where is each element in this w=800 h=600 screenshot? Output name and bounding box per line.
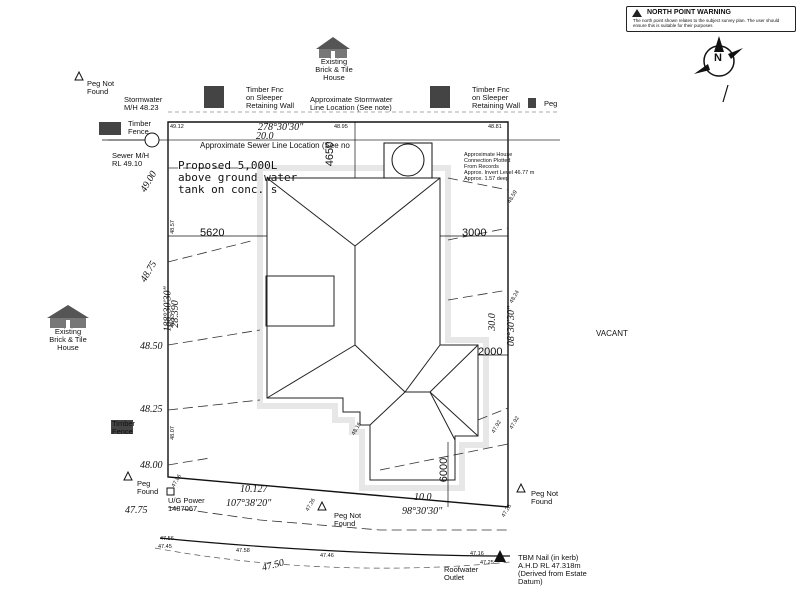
setback-top: 4650	[324, 141, 337, 167]
water-tank-slab	[383, 142, 433, 179]
distance-bottom-left: 10.127	[240, 484, 268, 495]
distance-bottom-right: 10.0	[414, 492, 432, 503]
ug-power-label: U/G Power 1487067	[168, 496, 205, 513]
house-icon-left	[47, 305, 89, 328]
ug-power-pit	[166, 487, 175, 496]
contour-lines	[167, 167, 509, 531]
tbm-icon	[494, 550, 506, 562]
house-connection-label: Approximate House Connection Plotted Fro…	[464, 152, 535, 182]
peg-icons	[74, 70, 526, 511]
peg-not-found-top-left: Peg Not Found	[87, 79, 115, 96]
north-point-warning: NORTH POINT WARNING The north point show…	[626, 6, 796, 32]
bearing-bottom-right: 98°30'30"	[402, 506, 443, 517]
roofwater-outlet-label: Roofwater Outlet	[444, 565, 479, 582]
peg-found-label: Peg Found	[137, 479, 159, 496]
bearing-top: 278°30'30"	[258, 122, 304, 133]
peg-not-found-bottom-label: Peg Not Found	[334, 511, 362, 528]
tbm-label: TBM Nail (in kerb) A.H.D RL 47.318m (Der…	[518, 553, 587, 586]
level-road-c: 47.58	[236, 548, 250, 554]
setback-right: 3000	[462, 227, 487, 239]
setback-dims	[168, 122, 508, 507]
level-tl: 49.12	[170, 124, 184, 130]
water-tank-label: Proposed 5,000L above ground water tank …	[178, 159, 298, 196]
timber-fence-top-label: Timber Fence	[128, 119, 152, 136]
setback-bottom: 6000	[438, 457, 451, 483]
contour-label-48-25: 48.25	[140, 404, 163, 415]
level-tr: 48.81	[488, 124, 502, 130]
timber-fence-left-label: Timber Fence	[112, 419, 136, 436]
house-label-top: Existing Brick & Tile House	[315, 57, 353, 82]
fence-icons	[99, 86, 536, 434]
contour-label-48-50: 48.50	[140, 341, 163, 352]
contour-label-47-75: 47.75	[125, 505, 148, 516]
bearing-right: 08°30'30"	[506, 305, 518, 347]
kerb-line	[159, 537, 511, 557]
stormwater-mh-label: Stormwater M/H 48.23	[124, 95, 163, 112]
contour-label-48-00: 48.00	[140, 460, 163, 471]
peg-not-found-right-label: Peg Not Found	[531, 489, 559, 506]
house-icon-top	[316, 37, 350, 58]
timber-fnc-left-label: Timber Fnc on Sleeper Retaining Wall	[246, 85, 295, 110]
vacant-label: VACANT	[596, 329, 628, 338]
level-road-f: 47.25	[480, 560, 494, 566]
distance-top: 20.0	[256, 131, 274, 142]
level-road-b: 47.45	[158, 544, 172, 550]
compass-letter: N	[714, 52, 722, 64]
warning-title: NORTH POINT WARNING	[647, 9, 731, 16]
setback-left: 5620	[200, 227, 225, 239]
level-top-mid: 48.95	[334, 124, 348, 130]
approx-stormwater-label: Approximate Stormwater Line Location (Se…	[310, 95, 393, 112]
inner-room	[265, 275, 335, 327]
house-label-left: Existing Brick & Tile House	[49, 327, 87, 352]
warning-body: The north point shown relates to the sub…	[633, 18, 780, 28]
distance-right: 30.0	[486, 313, 498, 331]
warning-icon	[632, 9, 642, 17]
lot-boundary	[167, 121, 509, 508]
level-road-e: 47.16	[470, 551, 484, 557]
compass-icon	[694, 36, 743, 103]
level-road-a: 47.56	[160, 536, 174, 542]
sewer-mh-label: Sewer M/H RL 49.10	[112, 151, 150, 168]
level-road-d: 47.46	[320, 553, 334, 559]
bearing-bottom-left: 107°38'20"	[226, 498, 272, 509]
house-footprint	[257, 165, 489, 491]
level-left-low: 48.07	[169, 426, 176, 440]
water-tank-icon	[391, 143, 425, 177]
level-left-mid: 48.33	[169, 314, 176, 328]
level-left-upper: 48.57	[169, 220, 176, 234]
setback-side-step: 2000	[478, 346, 503, 358]
timber-fnc-right-label: Timber Fnc on Sleeper Retaining Wall	[472, 85, 521, 110]
peg-top-right-label: Peg	[544, 99, 558, 108]
approx-sewer-label: Approximate Sewer Line Location (See no	[200, 141, 350, 150]
